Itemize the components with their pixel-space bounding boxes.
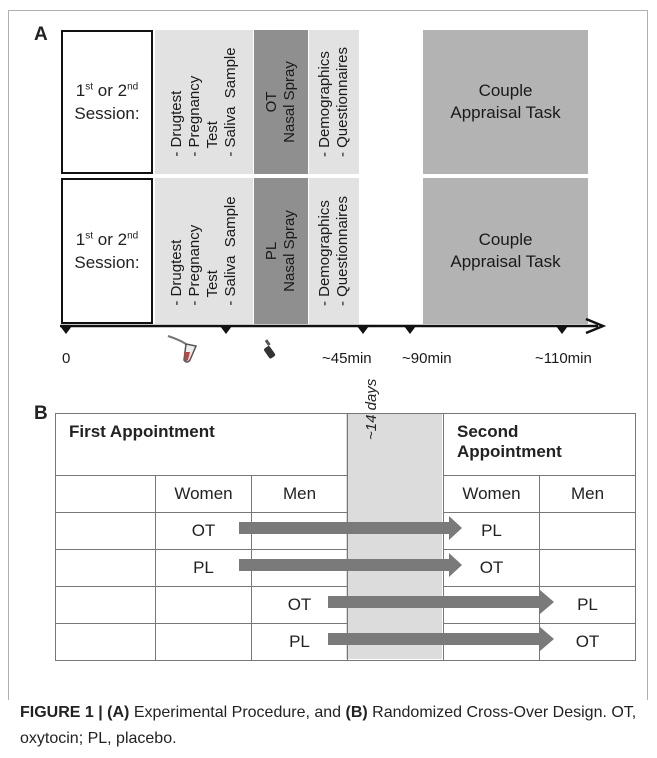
session-box-2: 1st or 2nd Session: xyxy=(61,178,153,324)
figure-frame xyxy=(8,10,648,700)
questionnaire-block-1: - Demographics - Questionnaires xyxy=(309,30,359,174)
spray-block-2: PL Nasal Spray xyxy=(254,178,308,324)
col-men-second: Men xyxy=(539,475,636,513)
table-header-row: First Appointment Second Appointment xyxy=(55,413,636,661)
col-women-first: Women xyxy=(155,475,252,513)
task-label-1: Couple Appraisal Task xyxy=(450,81,561,122)
task-block-1: Couple Appraisal Task xyxy=(423,30,588,174)
spray-block-1: OT Nasal Spray xyxy=(254,30,308,174)
questionnaire-block-2: - Demographics - Questionnaires xyxy=(309,178,359,324)
time-label-0: 0 xyxy=(62,350,71,367)
cell-second-men: OT xyxy=(539,623,636,661)
timeline-marker-0 xyxy=(60,326,72,334)
col-men-first: Men xyxy=(251,475,348,513)
cell-first-women xyxy=(155,586,252,624)
first-appointment-header: First Appointment xyxy=(55,413,348,476)
second-appointment-header: Second Appointment xyxy=(443,413,636,476)
arrow-row-3 xyxy=(328,590,554,614)
arrow-row-1 xyxy=(239,516,462,540)
panel-b-letter: B xyxy=(34,403,48,424)
arrow-row-4 xyxy=(328,627,554,651)
figure-caption: FIGURE 1 | (A) Experimental Procedure, a… xyxy=(20,704,637,747)
prep-block-1: - Drugtest - Pregnancy Test - Saliva Sam… xyxy=(155,30,253,174)
arrow-row-2 xyxy=(239,553,462,577)
timeline-marker-90 xyxy=(404,326,416,334)
col-women-second: Women xyxy=(443,475,540,513)
session-label-2: 1st or 2nd Session: xyxy=(74,230,140,272)
timeline-marker-prep xyxy=(220,326,232,334)
timeline xyxy=(60,317,607,363)
panel-a-letter: A xyxy=(34,24,48,45)
cell-first-men: PL xyxy=(251,623,348,661)
table-row: OT PL xyxy=(55,512,636,550)
session-label-1: 1st or 2nd Session: xyxy=(74,81,140,123)
cell-second-men xyxy=(539,512,636,550)
time-label-110: ~110min xyxy=(535,350,592,367)
nasal-spray-icon xyxy=(264,339,276,359)
timeline-marker-110 xyxy=(556,326,568,334)
cell-first-women: PL xyxy=(155,549,252,587)
time-label-45: ~45min xyxy=(322,350,372,367)
task-label-2: Couple Appraisal Task xyxy=(450,230,561,271)
time-label-90: ~90min xyxy=(402,350,452,367)
session-box-1: 1st or 2nd Session: xyxy=(61,30,153,174)
task-block-2: Couple Appraisal Task xyxy=(423,178,588,324)
table-subheader-row: Women Men Women Men xyxy=(55,475,636,513)
timeline-marker-45 xyxy=(357,326,369,334)
crossover-table: First Appointment Second Appointment Wom… xyxy=(55,413,636,661)
timeline-arrowhead xyxy=(585,317,607,335)
saliva-tube-icon xyxy=(167,335,198,363)
cell-second-men: PL xyxy=(539,586,636,624)
crossover-arrows xyxy=(239,516,554,651)
cell-second-women: PL xyxy=(443,512,540,550)
cell-first-women xyxy=(155,623,252,661)
prep-block-2: - Drugtest - Pregnancy Test - Saliva Sam… xyxy=(155,178,253,324)
